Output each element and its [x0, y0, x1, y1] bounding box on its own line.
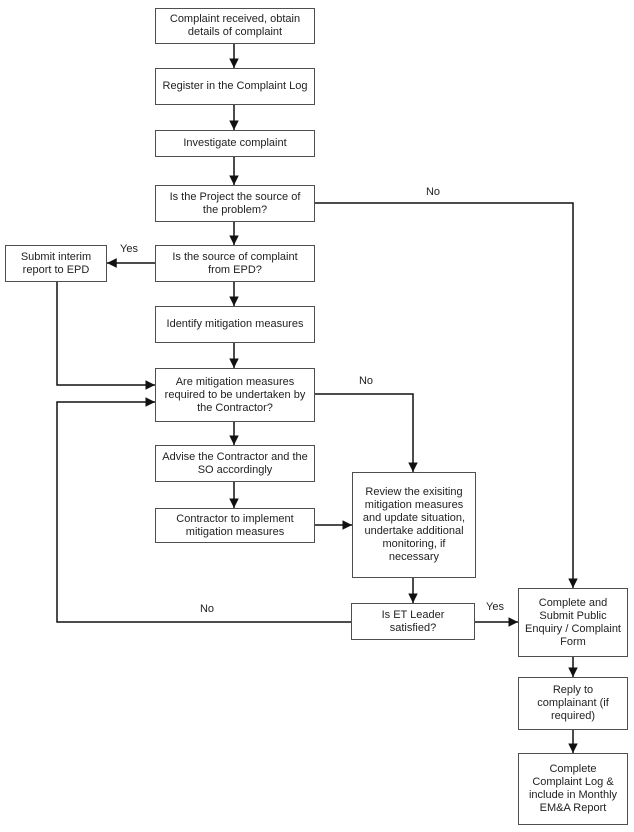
edge-submitinterim-to-mitigationrequired — [56, 282, 155, 390]
node-mitigation-required: Are mitigation measures required to be u… — [155, 368, 315, 422]
edge-projectsource-no-to-completeform — [313, 202, 578, 588]
edge-label-source-epd-yes: Yes — [112, 243, 146, 255]
node-implement-mitigation: Contractor to implement mitigation measu… — [155, 508, 315, 543]
node-complaint-received: Complaint received, obtain details of co… — [155, 8, 315, 44]
node-identify-mitigation: Identify mitigation measures — [155, 306, 315, 343]
edge-label-et-satisfied-no: No — [190, 603, 224, 615]
node-register-log: Register in the Complaint Log — [155, 68, 315, 105]
node-submit-interim: Submit interim report to EPD — [5, 245, 107, 282]
node-advise-contractor: Advise the Contractor and the SO accordi… — [155, 445, 315, 482]
node-complete-form: Complete and Submit Public Enquiry / Com… — [518, 588, 628, 657]
edge-mitigationrequired-no-to-review — [313, 393, 418, 472]
edge-label-mitigation-required-no: No — [349, 375, 383, 387]
node-source-epd: Is the source of complaint from EPD? — [155, 245, 315, 282]
node-et-satisfied: Is ET Leader satisfied? — [351, 603, 475, 640]
node-project-source: Is the Project the source of the problem… — [155, 185, 315, 222]
edge-label-project-source-no: No — [416, 186, 450, 198]
node-reply-complainant: Reply to complainant (if required) — [518, 677, 628, 730]
edge-label-et-satisfied-yes: Yes — [478, 601, 512, 613]
edge-etsatisfied-no-to-mitigationrequired — [56, 397, 351, 623]
node-review-existing: Review the exisiting mitigation measures… — [352, 472, 476, 578]
node-complete-log: Complete Complaint Log & include in Mont… — [518, 753, 628, 825]
node-investigate: Investigate complaint — [155, 130, 315, 157]
